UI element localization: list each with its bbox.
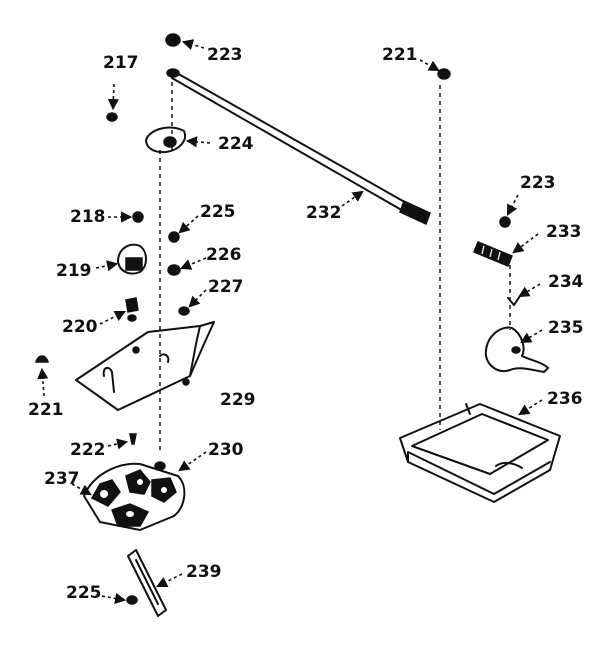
label-235: 235 [548,318,584,338]
part-221-screw-left [35,355,49,363]
label-221-left: 221 [28,400,64,420]
part-239-link-arm [127,549,167,617]
part-236-base-plate [399,403,561,503]
part-217-nut [106,112,118,122]
part-labels: 223 217 224 221 232 223 233 234 235 236 … [28,45,584,603]
label-237: 237 [44,469,80,489]
label-219: 219 [56,261,92,281]
part-225-screw-lower [126,595,138,605]
part-220-bushing [125,297,139,322]
part-226-washer [167,264,181,276]
alignment-lines [159,82,511,450]
label-223-right: 223 [520,173,556,193]
label-224: 224 [218,134,254,154]
part-232-rod [166,68,431,226]
part-223-right-nut [499,216,511,228]
label-225-lower: 225 [66,583,102,603]
part-234-clip [507,295,521,306]
label-234: 234 [548,272,584,292]
part-222-screw [129,433,137,445]
part-218-nut [132,211,144,223]
part-229-bracket-plate [75,321,215,411]
part-223-cap [165,33,181,47]
part-224-bracket [145,126,186,154]
label-233: 233 [546,222,582,242]
label-225-upper: 225 [200,202,236,222]
label-217: 217 [103,53,139,73]
label-221-top: 221 [382,45,418,65]
label-222: 222 [70,440,106,460]
part-235-bracket [484,326,549,373]
label-220: 220 [62,317,98,337]
label-239: 239 [186,562,222,582]
label-227: 227 [208,277,244,297]
part-227-clip [178,306,190,316]
label-230: 230 [208,440,244,460]
part-221-screw-top [437,68,451,80]
label-226: 226 [206,245,242,265]
label-232: 232 [306,203,342,223]
label-223-top: 223 [207,45,243,65]
label-236: 236 [547,389,583,409]
label-218: 218 [70,207,106,227]
part-219-gear [117,243,147,275]
part-230-gear-housing [154,461,166,471]
label-229: 229 [220,390,256,410]
part-237-motor-assembly [83,462,186,531]
part-225-screw-upper [168,231,180,243]
part-233-spring [473,241,513,267]
leader-lines [37,39,543,604]
